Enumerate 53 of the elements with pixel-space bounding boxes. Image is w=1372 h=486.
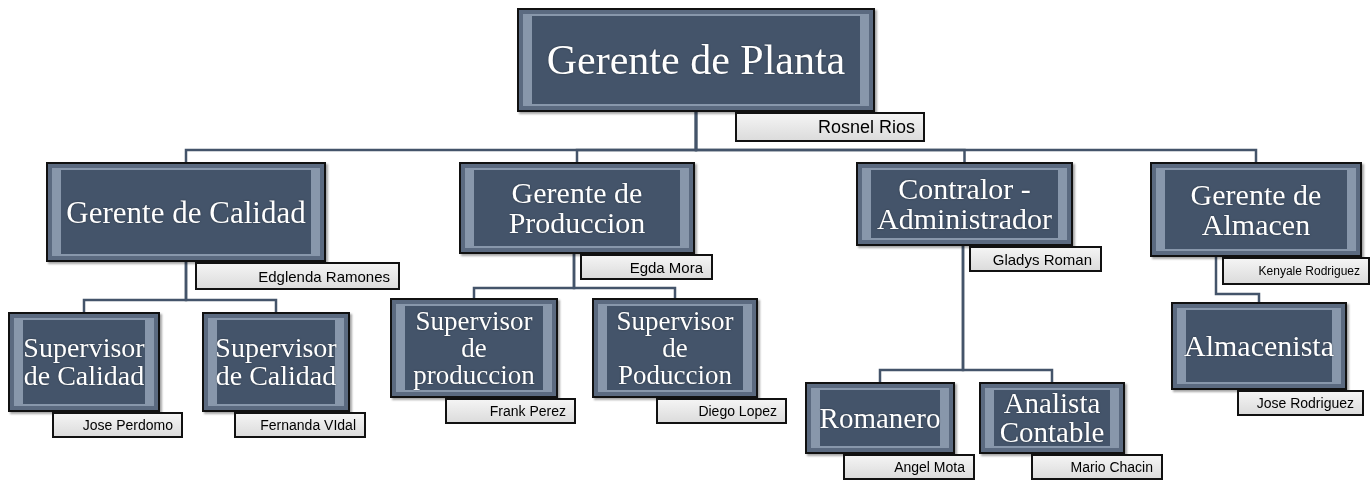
name-tag: [1222, 257, 1370, 285]
name-tag: [580, 254, 713, 280]
person-name: Jose Perdomo: [82, 417, 173, 433]
name-tag: [1237, 390, 1364, 416]
person-name: Kenyale Rodriguez: [1258, 264, 1360, 278]
person-name: Egda Mora: [629, 258, 703, 276]
role-box: [1150, 162, 1362, 257]
role-box: [8, 312, 160, 412]
role-box: [856, 162, 1073, 246]
name-tag: [52, 412, 183, 438]
role-title: Gerente de Calidad: [66, 196, 306, 228]
connector-line: [1214, 257, 1261, 302]
role-title: Romanero: [819, 403, 941, 433]
person-name: Gladys Roman: [992, 250, 1092, 268]
role-title: Gerente de Produccion: [507, 178, 647, 238]
connector-line: [572, 254, 677, 298]
role-title: Contralor - Administrador: [876, 174, 1053, 234]
person-name: Fernanda VIdal: [260, 417, 356, 433]
person-name: Mario Chacin: [1070, 459, 1153, 475]
role-title: Almacenista: [1184, 331, 1334, 361]
role-title: Supervisor de Calidad: [22, 334, 146, 390]
person-name: Jose Rodriguez: [1256, 395, 1354, 411]
name-tag: [1031, 454, 1163, 480]
person-name: Frank Perez: [489, 403, 566, 419]
role-box: [1171, 302, 1347, 390]
connector-line: [961, 246, 1054, 382]
name-tag: [445, 398, 576, 424]
role-box: [459, 162, 695, 254]
connector-line: [184, 262, 278, 312]
person-name: Rosnel Rios: [817, 116, 915, 138]
person-name: Angel Mota: [894, 459, 965, 475]
role-title: Gerente de Planta: [546, 39, 846, 81]
role-box: [592, 298, 758, 398]
name-tag: [195, 262, 400, 290]
name-tag: [234, 412, 366, 438]
name-tag: [735, 112, 925, 142]
role-title: Gerente de Almacen: [1189, 179, 1323, 240]
person-name: Edglenda Ramones: [258, 267, 390, 285]
role-box: [390, 298, 558, 398]
name-tag: [656, 398, 787, 424]
name-tag: [843, 454, 975, 480]
role-box: [46, 162, 326, 262]
connector-line: [694, 112, 1258, 162]
role-title: Supervisor de Calidad: [214, 334, 338, 390]
role-title: Analista Contable: [998, 389, 1106, 447]
role-box: [517, 8, 875, 112]
name-tag: [969, 246, 1102, 272]
role-title: Supervisor de Poduccion: [615, 307, 735, 389]
role-box: [202, 312, 350, 412]
person-name: Diego Lopez: [698, 403, 777, 419]
role-box: [805, 382, 955, 454]
role-title: Supervisor de produccion: [412, 307, 536, 389]
role-box: [979, 382, 1125, 454]
